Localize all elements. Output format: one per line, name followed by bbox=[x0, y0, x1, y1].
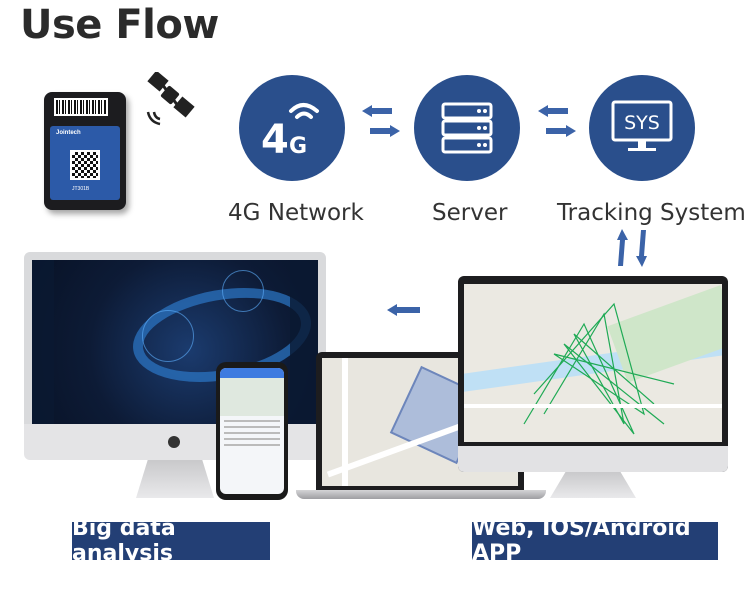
satellite-icon bbox=[146, 72, 195, 126]
phone-screen bbox=[220, 368, 284, 494]
qr-code bbox=[70, 150, 100, 180]
monitor-sys-text: SYS bbox=[624, 112, 660, 134]
big-data-banner: Big data analysis bbox=[72, 516, 270, 566]
apps-banner: Web, IOS/Android APP bbox=[472, 516, 718, 566]
barcode-label bbox=[54, 98, 108, 116]
signal-4g-icon: 4 G bbox=[261, 103, 319, 163]
server-node-label: Server bbox=[432, 200, 508, 226]
tracking-node-circle: SYS bbox=[589, 75, 695, 181]
tracking-map-screen bbox=[464, 284, 722, 442]
network-server-arrows bbox=[362, 105, 400, 137]
device-brand: Jointech bbox=[56, 130, 81, 136]
svg-text:G: G bbox=[289, 134, 307, 159]
network-node-label: 4G Network bbox=[228, 200, 364, 226]
device-model: JT301B bbox=[72, 186, 90, 192]
network-node-circle: 4 G bbox=[239, 75, 345, 181]
server-icon bbox=[441, 102, 493, 154]
right-monitor bbox=[458, 276, 728, 472]
monitor-sys-icon: SYS bbox=[611, 100, 673, 151]
laptop-base bbox=[296, 490, 546, 499]
left-arrow bbox=[387, 304, 420, 316]
tracker-device: Jointech JT301B bbox=[44, 92, 126, 210]
device-front-panel: Jointech JT301B bbox=[50, 126, 120, 200]
apple-logo-icon bbox=[168, 436, 180, 448]
imac-stand bbox=[136, 460, 214, 498]
server-tracking-arrows bbox=[538, 105, 576, 137]
smartphone bbox=[216, 362, 288, 500]
server-node-circle bbox=[414, 75, 520, 181]
svg-text:4: 4 bbox=[261, 117, 289, 163]
tracking-node-label: Tracking System bbox=[557, 200, 746, 226]
monitor-chin bbox=[458, 446, 728, 472]
tracking-vertical-arrows bbox=[617, 229, 647, 267]
page-title: Use Flow bbox=[20, 2, 219, 48]
right-monitor-stand bbox=[550, 472, 636, 498]
